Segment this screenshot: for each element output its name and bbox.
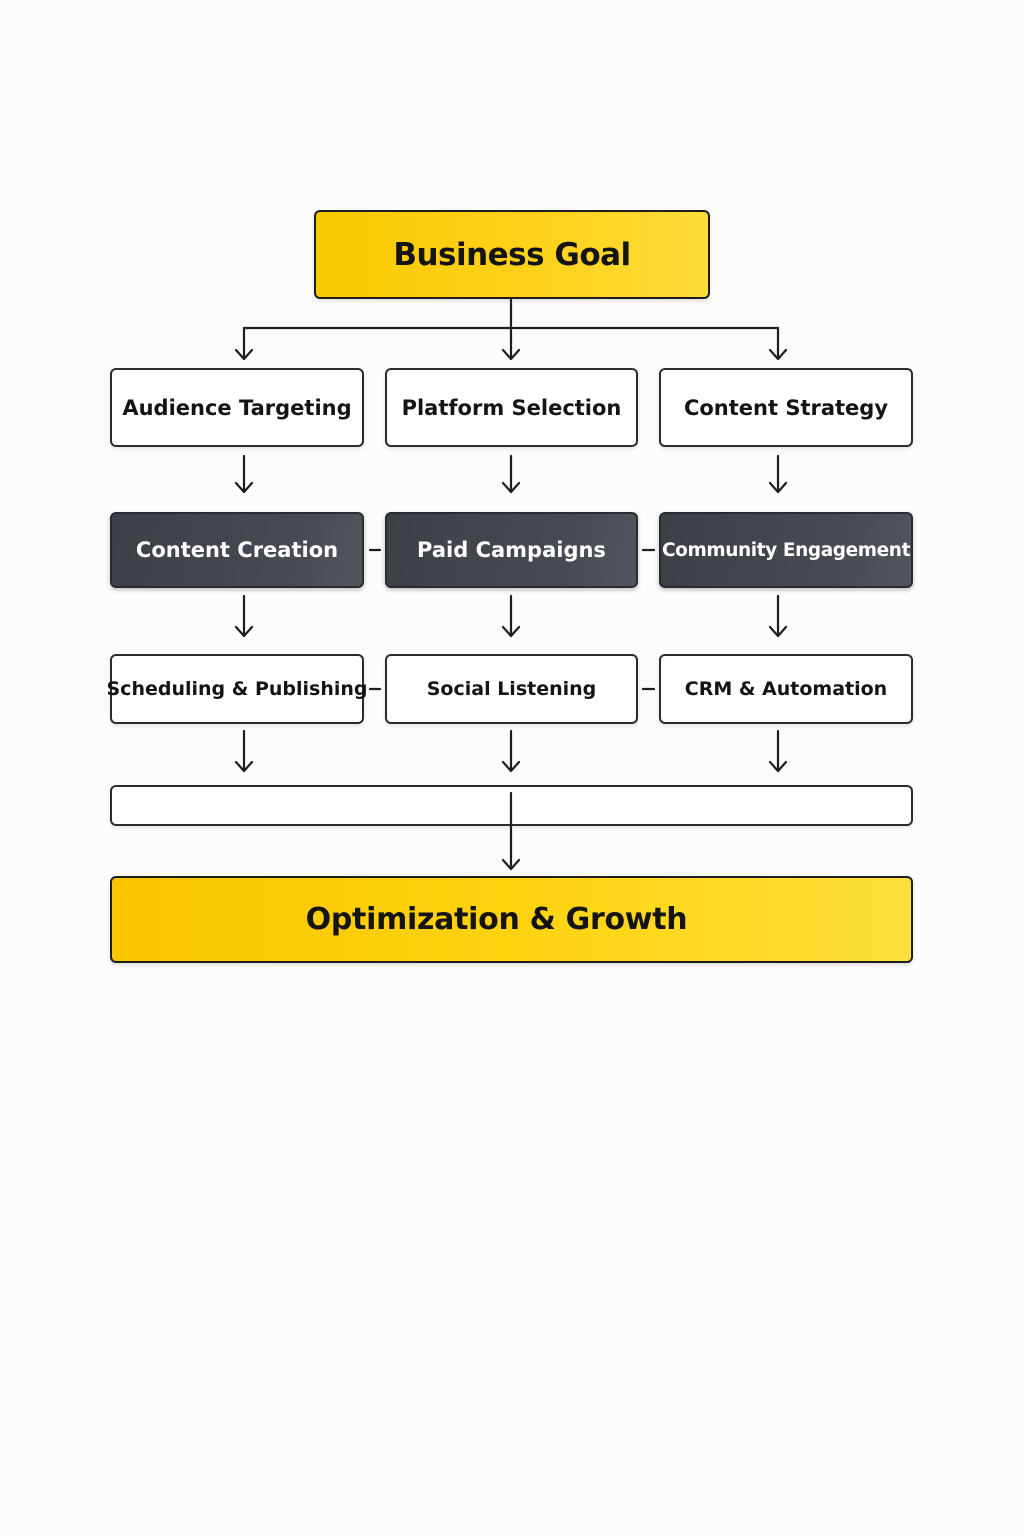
optimization-growth-box: Optimization & Growth	[110, 876, 913, 963]
business-goal-box: Business Goal	[314, 210, 710, 299]
arrow-scheduling-to-bar	[234, 729, 254, 773]
arrowhead-goal-platform	[501, 348, 521, 361]
aggregation-bar	[110, 785, 913, 826]
content-creation-box: Content Creation	[110, 512, 364, 588]
social-listening-label: Social Listening	[426, 678, 597, 700]
arrow-creation-to-scheduling	[234, 594, 254, 638]
content-strategy-label: Content Strategy	[683, 395, 889, 420]
scheduling-publishing-label: Scheduling & Publishing	[106, 678, 368, 700]
content-creation-label: Content Creation	[135, 538, 339, 562]
arrow-platform-to-paid	[501, 454, 521, 494]
paid-campaigns-label: Paid Campaigns	[417, 538, 606, 562]
social-listening-box: Social Listening	[385, 654, 638, 724]
business-goal-label: Business Goal	[393, 236, 631, 273]
crm-automation-box: CRM & Automation	[659, 654, 913, 724]
audience-targeting-label: Audience Targeting	[122, 395, 352, 420]
arrowhead-goal-content-strategy	[768, 348, 788, 361]
platform-selection-box: Platform Selection	[385, 368, 638, 447]
platform-selection-label: Platform Selection	[401, 395, 622, 420]
audience-targeting-box: Audience Targeting	[110, 368, 364, 447]
arrow-community-to-crm	[768, 594, 788, 638]
community-engagement-label: Community Engagement	[661, 539, 911, 561]
optimization-growth-label: Optimization & Growth	[305, 902, 688, 937]
paid-campaigns-box: Paid Campaigns	[385, 512, 638, 588]
arrow-paid-to-listening	[501, 594, 521, 638]
content-strategy-box: Content Strategy	[659, 368, 913, 447]
crm-automation-label: CRM & Automation	[684, 678, 888, 700]
arrowhead-goal-audience	[234, 348, 254, 361]
scheduling-publishing-box: Scheduling & Publishing	[107, 654, 368, 724]
arrow-strategy-to-community	[768, 454, 788, 494]
arrow-crm-to-bar	[768, 729, 788, 773]
arrow-listening-to-bar	[501, 729, 521, 773]
community-engagement-box: Community Engagement	[659, 512, 913, 588]
arrow-audience-to-creation	[234, 454, 254, 494]
